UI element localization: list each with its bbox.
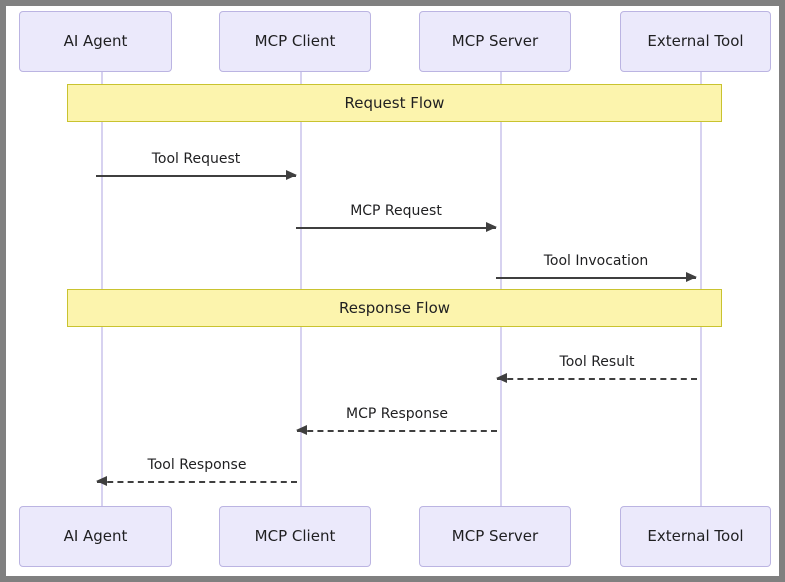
- arrow-head-right-icon: [686, 272, 697, 282]
- sequence-diagram-canvas: AI Agent MCP Client MCP Server External …: [6, 6, 779, 576]
- message-label: MCP Response: [346, 406, 448, 422]
- participant-label: MCP Client: [254, 527, 336, 545]
- flow-banner-label: Request Flow: [344, 93, 445, 112]
- participant-label: MCP Server: [451, 527, 539, 545]
- participant-ai-agent-top[interactable]: AI Agent: [19, 11, 172, 72]
- participant-label: MCP Client: [254, 32, 336, 50]
- message-line: [496, 277, 696, 279]
- message-line: [97, 481, 297, 483]
- message-line: [96, 175, 296, 177]
- message-line: [497, 378, 697, 380]
- message-label: Tool Result: [559, 354, 635, 370]
- message-label: MCP Request: [350, 203, 442, 219]
- arrow-head-right-icon: [486, 222, 497, 232]
- flow-banner-response-flow: Response Flow: [67, 289, 722, 327]
- flow-banner-request-flow: Request Flow: [67, 84, 722, 122]
- participant-label: External Tool: [647, 527, 744, 545]
- message-line: [296, 227, 496, 229]
- participant-label: MCP Server: [451, 32, 539, 50]
- message-label: Tool Invocation: [543, 253, 649, 269]
- participant-mcp-client-bottom[interactable]: MCP Client: [219, 506, 371, 567]
- participant-mcp-server-top[interactable]: MCP Server: [419, 11, 571, 72]
- participant-ai-agent-bottom[interactable]: AI Agent: [19, 506, 172, 567]
- participant-mcp-client-top[interactable]: MCP Client: [219, 11, 371, 72]
- participant-external-tool-bottom[interactable]: External Tool: [620, 506, 771, 567]
- participant-external-tool-top[interactable]: External Tool: [620, 11, 771, 72]
- message-label: Tool Request: [151, 151, 241, 167]
- participant-label: AI Agent: [63, 527, 128, 545]
- participant-label: AI Agent: [63, 32, 128, 50]
- participant-mcp-server-bottom[interactable]: MCP Server: [419, 506, 571, 567]
- arrow-head-right-icon: [286, 170, 297, 180]
- flow-banner-label: Response Flow: [338, 298, 451, 317]
- message-label: Tool Response: [147, 457, 247, 473]
- message-line: [297, 430, 497, 432]
- participant-label: External Tool: [647, 32, 744, 50]
- arrow-head-left-icon: [496, 373, 507, 383]
- arrow-head-left-icon: [296, 425, 307, 435]
- arrow-head-left-icon: [96, 476, 107, 486]
